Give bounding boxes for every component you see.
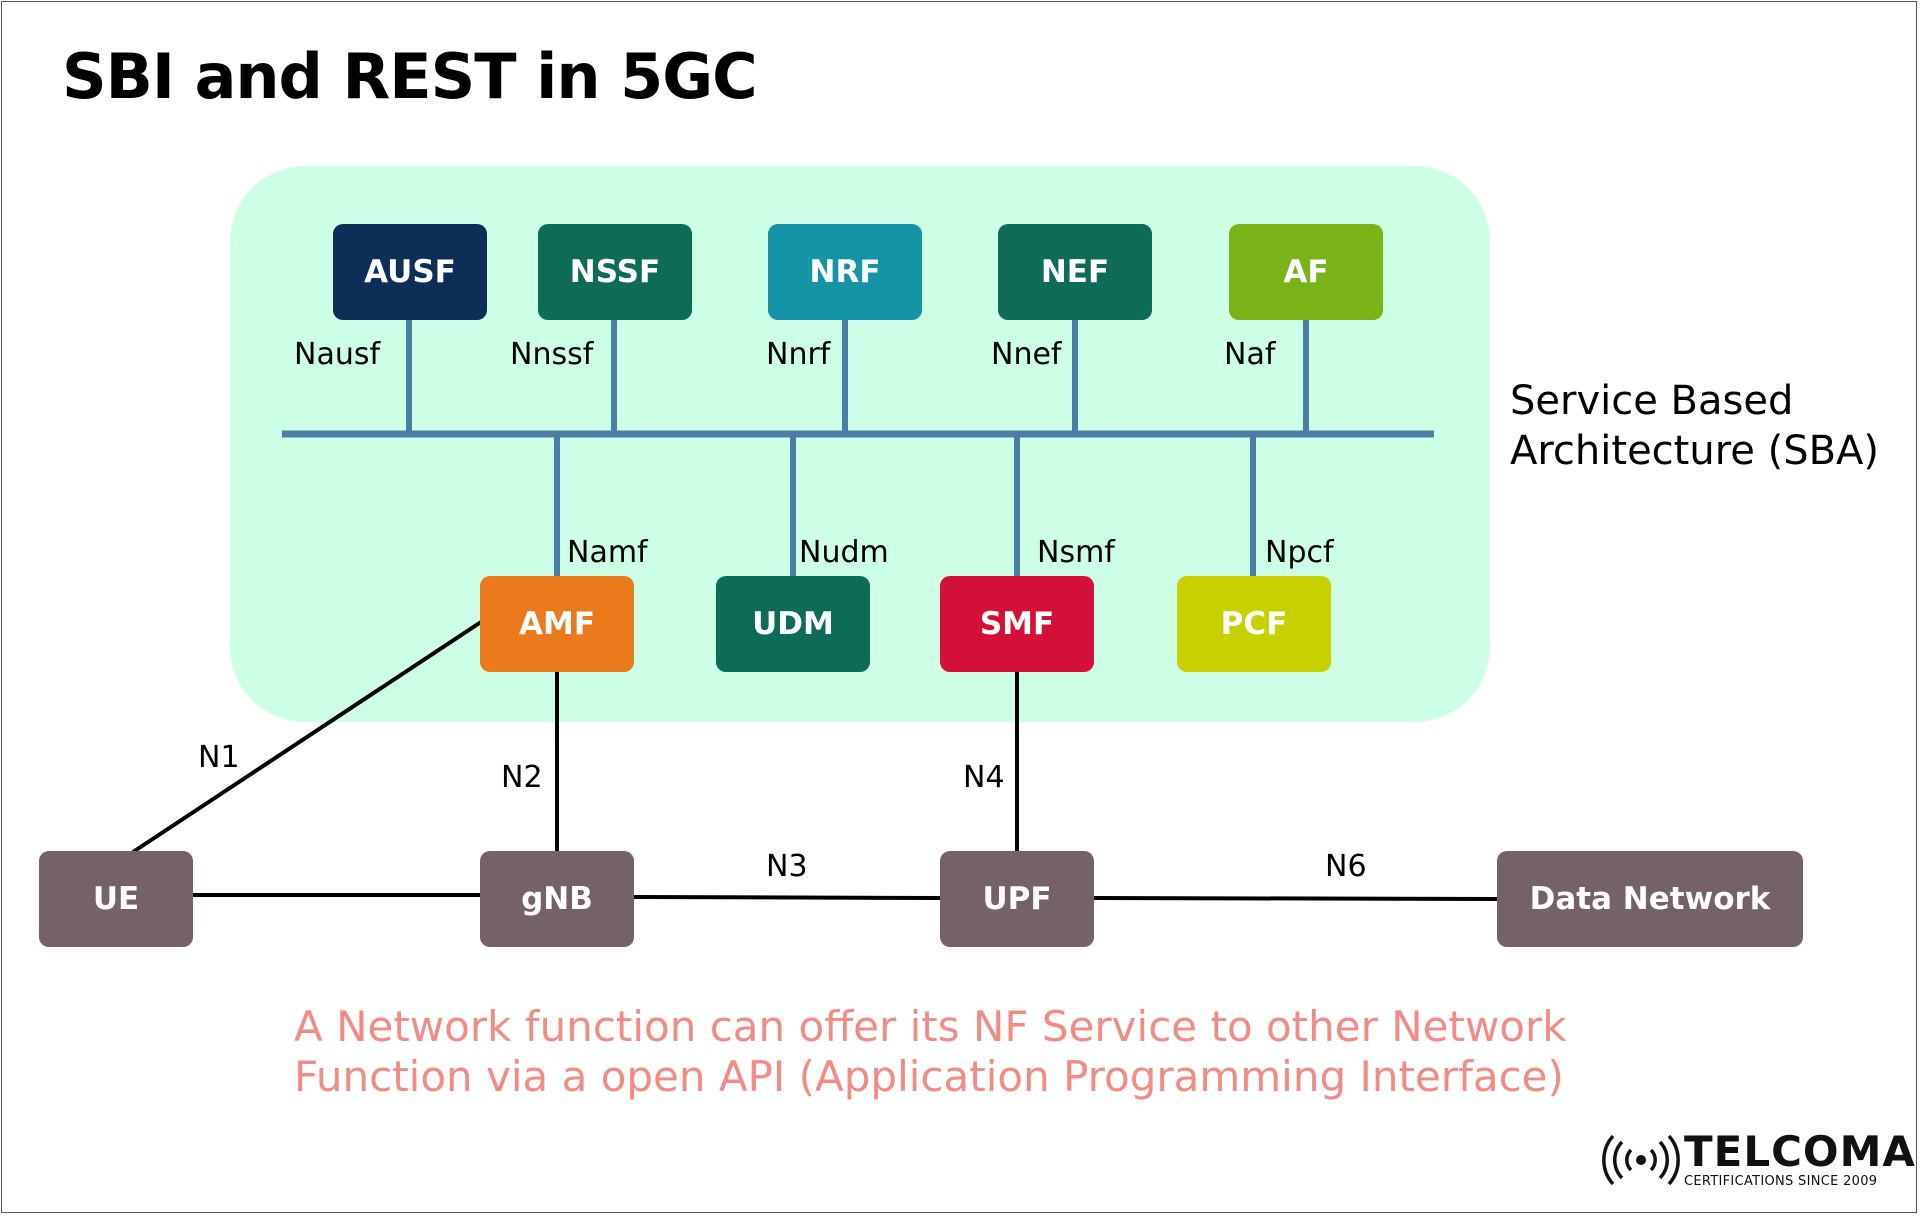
footnote: A Network function can offer its NF Serv… [294,1002,1567,1102]
gnb-node[interactable]: gNB [480,851,634,947]
namf-label: Namf [567,535,648,570]
nnef-label: Nnef [991,337,1062,372]
nausf-label: Nausf [294,337,381,372]
n6-label: N6 [1325,849,1367,884]
sba-label-line-2: Architecture (SBA) [1510,428,1880,474]
ue-node[interactable]: UE [39,851,193,947]
nef-node[interactable]: NEF [998,224,1152,320]
n1-label: N1 [198,740,240,775]
af-node[interactable]: AF [1229,224,1383,320]
nssf-node[interactable]: NSSF [538,224,692,320]
n2-label: N2 [501,760,543,795]
page-title: SBI and REST in 5GC [62,40,758,113]
n6-link [1092,896,1499,901]
data-network-node[interactable]: Data Network [1497,851,1803,947]
smf-node[interactable]: SMF [940,576,1094,672]
radio-signal-icon [1602,1134,1680,1185]
sba-label: Service Based Architecture (SBA) [1510,376,1879,476]
n3-link [632,895,942,900]
upf-node[interactable]: UPF [940,851,1094,947]
n3-label: N3 [766,849,808,884]
telcoma-logo: TELCOMA CERTIFICATIONS SINCE 2009 [1602,1130,1916,1189]
logo-name: TELCOMA [1684,1127,1916,1176]
naf-label: Naf [1224,337,1276,372]
footnote-line-1: A Network function can offer its NF Serv… [294,1002,1567,1051]
npcf-label: Npcf [1265,535,1334,570]
amf-node[interactable]: AMF [480,576,634,672]
nnrf-label: Nnrf [766,337,831,372]
logo-tagline: CERTIFICATIONS SINCE 2009 [1684,1174,1878,1189]
n1-link [131,620,483,854]
n4-label: N4 [963,760,1005,795]
nudm-label: Nudm [799,535,889,570]
pcf-node[interactable]: PCF [1177,576,1331,672]
footnote-line-2: Function via a open API (Application Pro… [294,1052,1564,1101]
nrf-node[interactable]: NRF [768,224,922,320]
sba-label-line-1: Service Based [1510,378,1794,424]
udm-node[interactable]: UDM [716,576,870,672]
nnssf-label: Nnssf [510,337,594,372]
ausf-node[interactable]: AUSF [333,224,487,320]
nsmf-label: Nsmf [1037,535,1115,570]
